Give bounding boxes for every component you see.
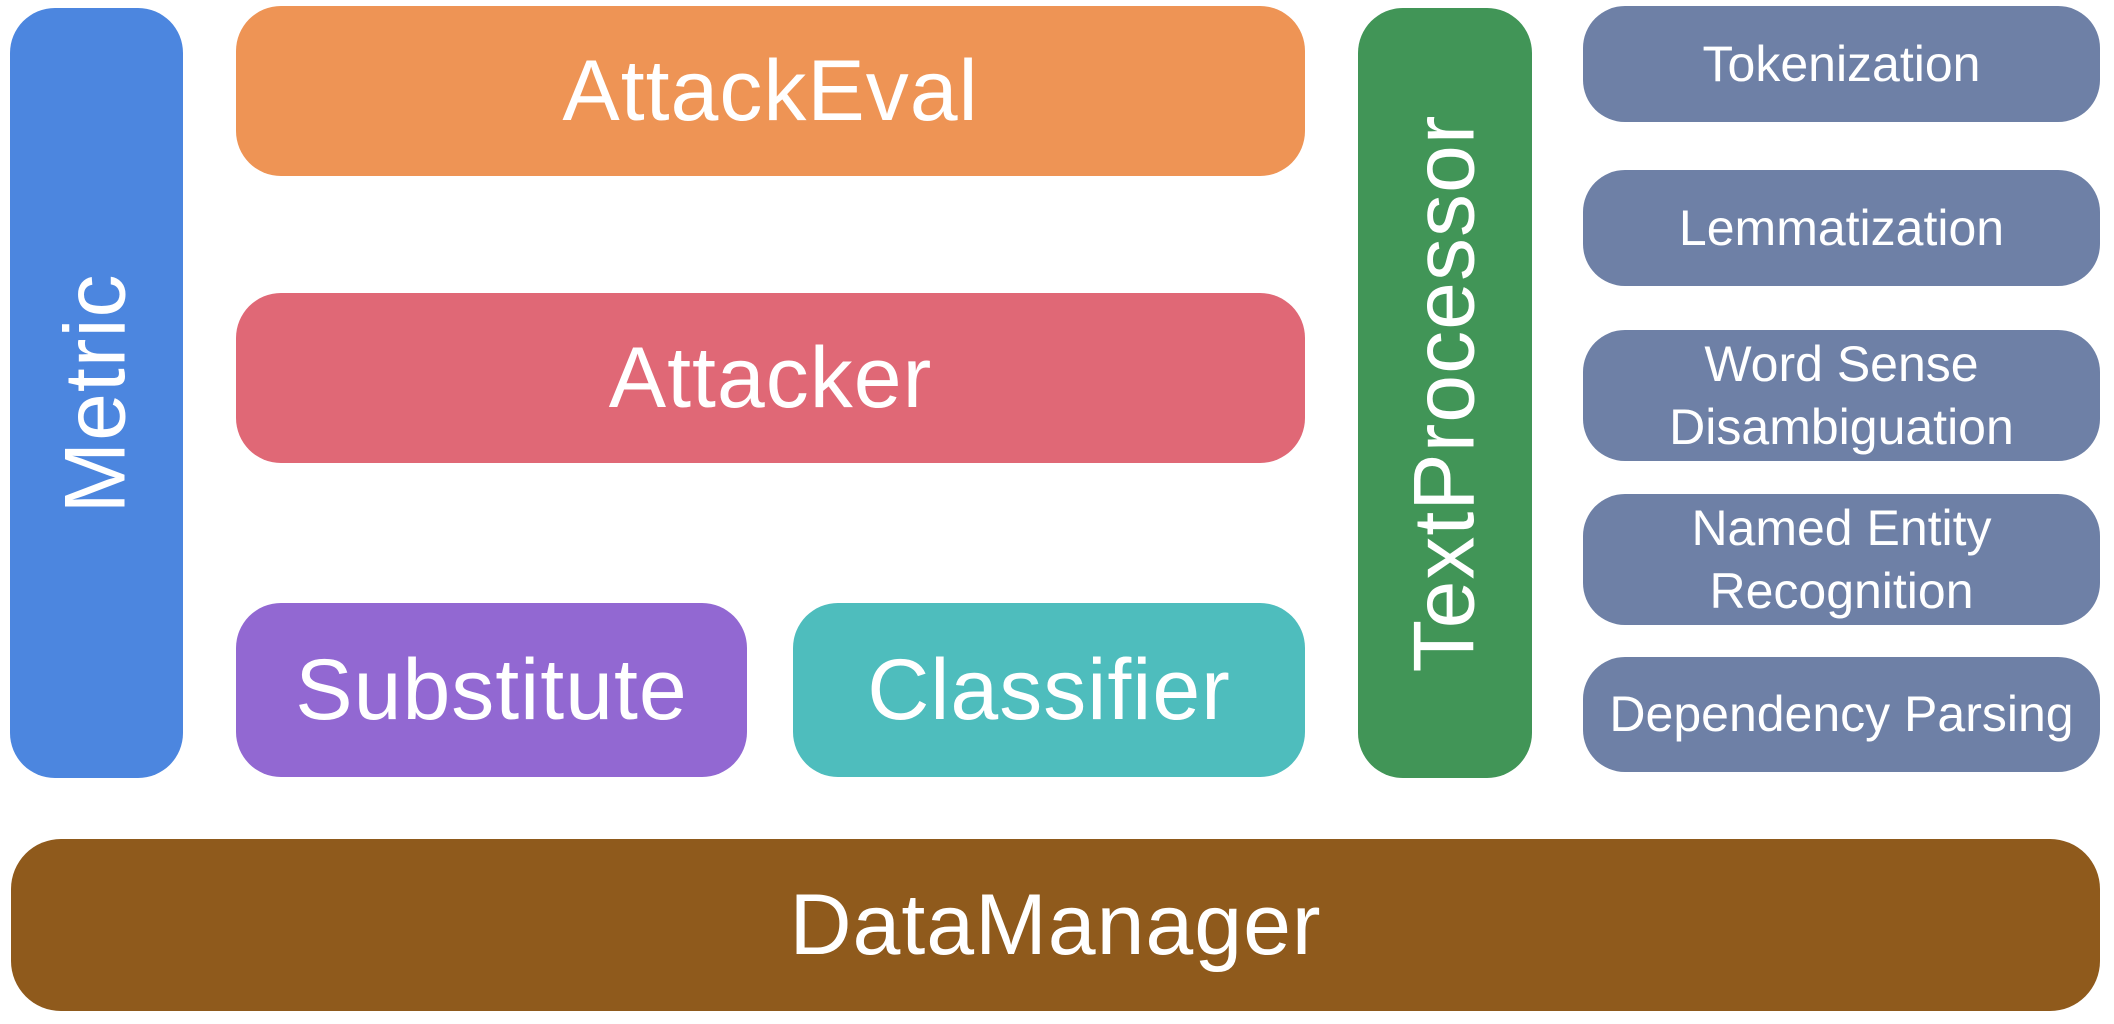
datamanager-block: DataManager: [11, 839, 2100, 1011]
tokenization-label: Tokenization: [1702, 35, 1981, 92]
function-dependency-parsing: Dependency Parsing: [1583, 657, 2100, 772]
metric-label: Metric: [48, 272, 145, 514]
attackeval-block: AttackEval: [236, 6, 1305, 176]
substitute-label: Substitute: [295, 641, 688, 738]
substitute-block: Substitute: [236, 603, 747, 777]
attackeval-label: AttackEval: [562, 42, 979, 139]
word-sense-disambiguation-label: Word Sense Disambiguation: [1669, 336, 2014, 455]
function-word-sense-disambiguation: Word Sense Disambiguation: [1583, 330, 2100, 461]
lemmatization-label: Lemmatization: [1678, 199, 2005, 256]
attacker-label: Attacker: [608, 329, 933, 426]
datamanager-label: DataManager: [789, 876, 1322, 973]
textprocessor-block: TextProcessor: [1358, 8, 1532, 778]
function-tokenization: Tokenization: [1583, 6, 2100, 122]
attacker-block: Attacker: [236, 293, 1305, 463]
function-lemmatization: Lemmatization: [1583, 170, 2100, 286]
textprocessor-label: TextProcessor: [1396, 114, 1493, 672]
dependency-parsing-label: Dependency Parsing: [1609, 686, 2074, 743]
metric-block: Metric: [10, 8, 183, 778]
classifier-label: Classifier: [867, 641, 1231, 738]
function-named-entity-recognition: Named Entity Recognition: [1583, 494, 2100, 625]
named-entity-recognition-label: Named Entity Recognition: [1691, 500, 1992, 619]
classifier-block: Classifier: [793, 603, 1305, 777]
